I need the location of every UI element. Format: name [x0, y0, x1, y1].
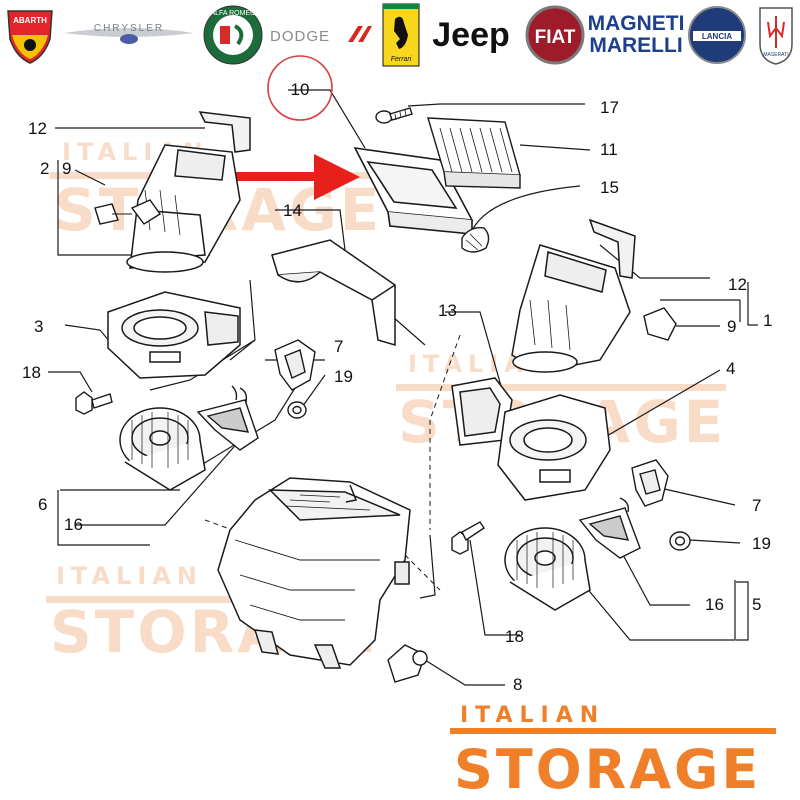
callout-10-highlight-circle — [267, 55, 333, 121]
right-air-distributor-housing — [511, 218, 636, 373]
left-air-distributor-housing — [126, 111, 251, 273]
blower-housing-part-4 — [497, 394, 611, 501]
callout-12-left: 12 — [28, 119, 47, 138]
callout-13: 13 — [438, 301, 457, 320]
grommet-part-19-left — [287, 401, 307, 419]
brand-logo-strip: ABARTH CHRYSLER ALFA ROMEO DODGE — [0, 0, 800, 70]
leader-lines — [48, 89, 741, 686]
grommet-part-19-right — [669, 531, 691, 551]
blower-housing-part-3 — [107, 291, 241, 379]
footer-logo-top-text: ITALIAN — [460, 703, 605, 728]
fiat-logo: FIAT — [524, 4, 586, 66]
hvac-main-housing — [217, 477, 411, 669]
callout-11: 11 — [600, 140, 618, 159]
watermark-bar-3 — [46, 596, 376, 603]
air-duct-part-14 — [271, 239, 396, 347]
alfa-romeo-logo: ALFA ROMEO — [200, 4, 266, 66]
watermark-bar-2 — [396, 384, 726, 391]
blower-motor-part-6 — [119, 407, 206, 491]
lancia-logo: LANCIA — [686, 4, 748, 66]
svg-text:LANCIA: LANCIA — [702, 32, 732, 41]
callout-9-left: 9 — [62, 159, 71, 178]
bracket-part-7-right — [631, 459, 669, 507]
svg-text:FIAT: FIAT — [535, 27, 576, 48]
watermark-text-top-3: ITALIAN — [56, 562, 203, 590]
resistor-part-16-left — [196, 385, 259, 451]
svg-text:ALFA ROMEO: ALFA ROMEO — [210, 10, 256, 17]
footer-logo-bottom-text: STORAGE — [454, 738, 761, 800]
callout-15: 15 — [600, 178, 619, 197]
bracket-part-7-left — [274, 339, 316, 391]
maserati-logo: MASERATI — [754, 4, 798, 66]
actuator-part-8 — [387, 644, 428, 683]
magneti-marelli-logo: MAGNETI MARELLI — [587, 12, 685, 57]
callout-18-right: 18 — [505, 627, 524, 646]
actuator-part-9-right — [643, 307, 677, 341]
callout-18-left: 18 — [22, 363, 41, 382]
cabin-filter-part-11 — [427, 117, 521, 189]
callout-labels: 10 17 11 15 12 2 9 14 3 18 7 19 6 16 13 … — [22, 80, 772, 694]
callout-19-right: 19 — [752, 534, 771, 553]
callout-14: 14 — [283, 201, 302, 220]
callout-2: 2 — [40, 159, 49, 178]
abarth-logo: ABARTH — [2, 4, 58, 66]
filter-frame-part-10 — [353, 146, 474, 235]
callout-4: 4 — [726, 359, 735, 378]
svg-text:MASERATI: MASERATI — [763, 52, 788, 58]
bolt-part-18-right — [451, 521, 485, 555]
callout-8: 8 — [513, 675, 522, 694]
blower-motor-part-5 — [504, 527, 591, 611]
jeep-logo: Jeep — [432, 15, 510, 54]
callout-7-left: 7 — [334, 337, 343, 356]
svg-text:DODGE: DODGE — [270, 28, 330, 45]
callout-16-right: 16 — [705, 595, 724, 614]
clip-part-15 — [461, 227, 490, 253]
duct-adapter-part-13 — [451, 377, 513, 446]
callout-10: 10 — [291, 80, 310, 99]
svg-text:ABARTH: ABARTH — [13, 16, 47, 25]
resistor-part-16-right — [578, 497, 641, 559]
bolt-part-18-left — [75, 391, 113, 415]
callout-3: 3 — [34, 317, 43, 336]
callout-7-right: 7 — [752, 496, 761, 515]
screw-part-17 — [375, 107, 413, 124]
ferrari-logo: Ferrari — [380, 3, 422, 67]
actuator-part-9-left — [94, 199, 162, 225]
callout-12-right: 12 — [728, 275, 747, 294]
group-bracket-right — [736, 282, 758, 641]
callout-9-right: 9 — [727, 317, 736, 336]
chrysler-logo: CHRYSLER — [62, 4, 196, 66]
svg-text:CHRYSLER: CHRYSLER — [94, 23, 164, 34]
footer-brand-logo: ITALIAN STORAGE — [450, 703, 776, 800]
svg-text:Ferrari: Ferrari — [391, 56, 412, 63]
footer-logo-bar — [450, 728, 776, 734]
callout-19-left: 19 — [334, 367, 353, 386]
callout-17: 17 — [600, 98, 619, 117]
callout-5: 5 — [752, 595, 761, 614]
callout-16-left: 16 — [64, 515, 83, 534]
callout-1: 1 — [763, 311, 772, 330]
highlight-arrow — [190, 154, 360, 200]
callout-6: 6 — [38, 495, 47, 514]
dodge-logo: DODGE — [268, 4, 372, 66]
